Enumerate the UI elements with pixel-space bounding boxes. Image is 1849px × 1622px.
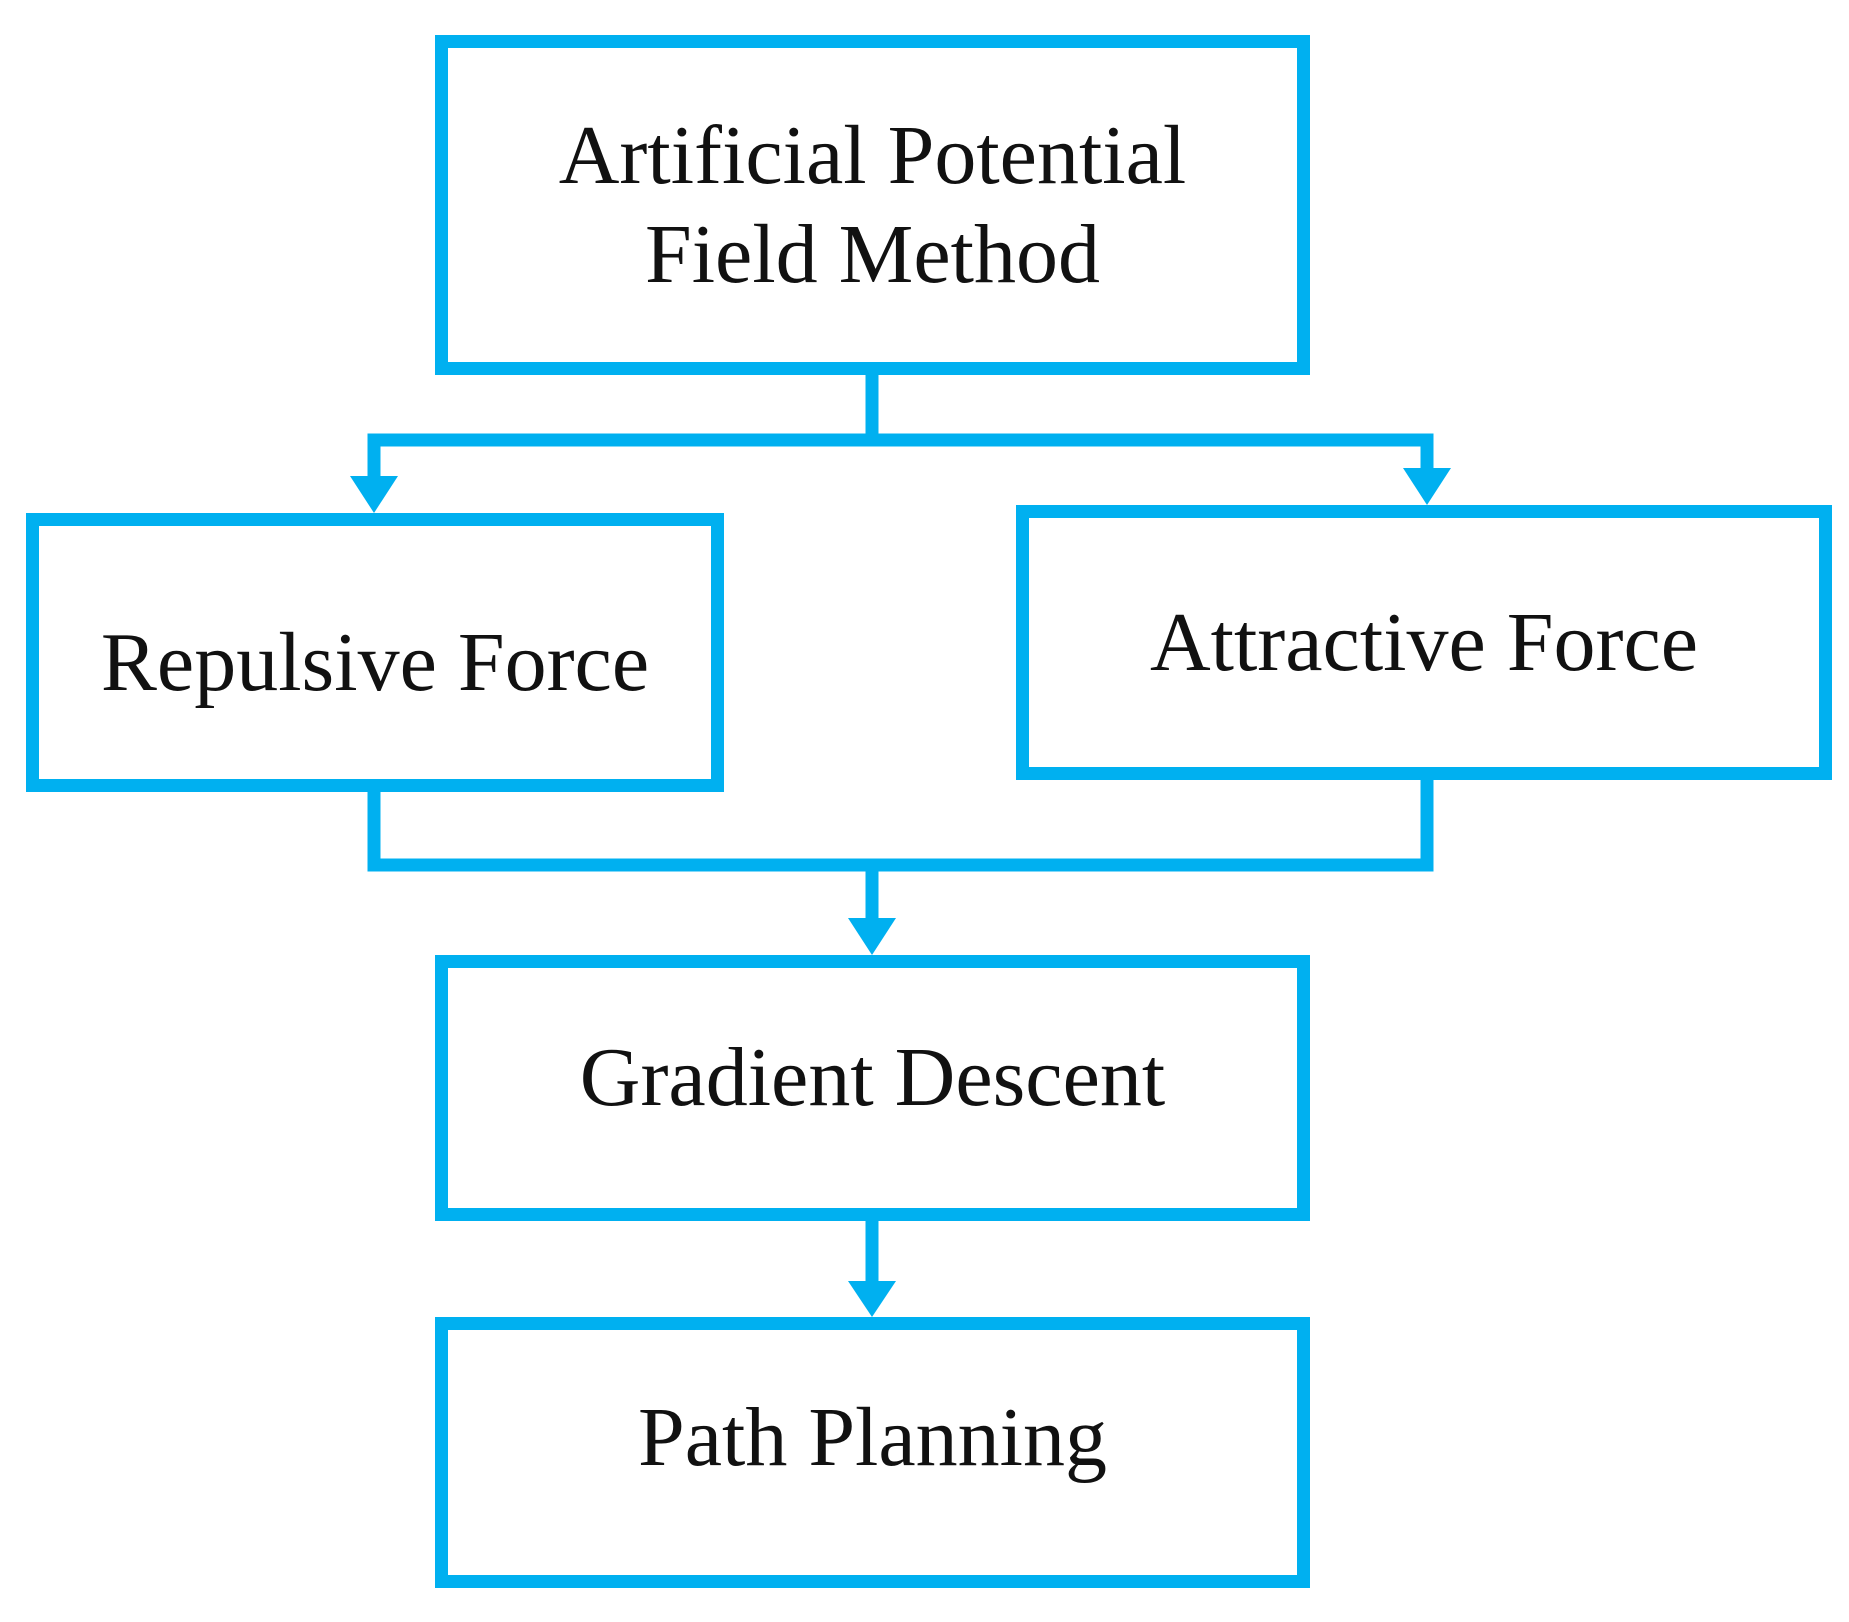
apf-label-line-1: Artificial Potential (558, 108, 1187, 202)
path-planning-label: Path Planning (637, 1390, 1107, 1484)
gradient-descent-label: Gradient Descent (579, 1031, 1166, 1125)
node-attractive-force: Attractive Force (1016, 505, 1832, 780)
edge-repulsive-to-merge (367, 792, 872, 872)
arrowhead-gradient (848, 918, 896, 955)
arrowhead-attractive (1403, 468, 1451, 505)
arrowhead-repulsive (350, 476, 398, 513)
node-repulsive-force: Repulsive Force (26, 513, 724, 792)
node-gradient-descent: Gradient Descent (435, 955, 1310, 1221)
repulsive-force-label: Repulsive Force (100, 615, 650, 709)
apf-label-line-2: Field Method (645, 208, 1100, 301)
edge-split-to-repulsive (367, 433, 872, 480)
edge-split-to-attractive (872, 433, 1434, 472)
node-path-planning: Path Planning (435, 1317, 1310, 1588)
arrowhead-path (848, 1281, 896, 1317)
attractive-force-label: Attractive Force (1149, 595, 1699, 689)
node-artificial-potential-field-method: Artificial Potential Field Method (435, 35, 1310, 375)
edge-attractive-to-merge (872, 780, 1434, 872)
